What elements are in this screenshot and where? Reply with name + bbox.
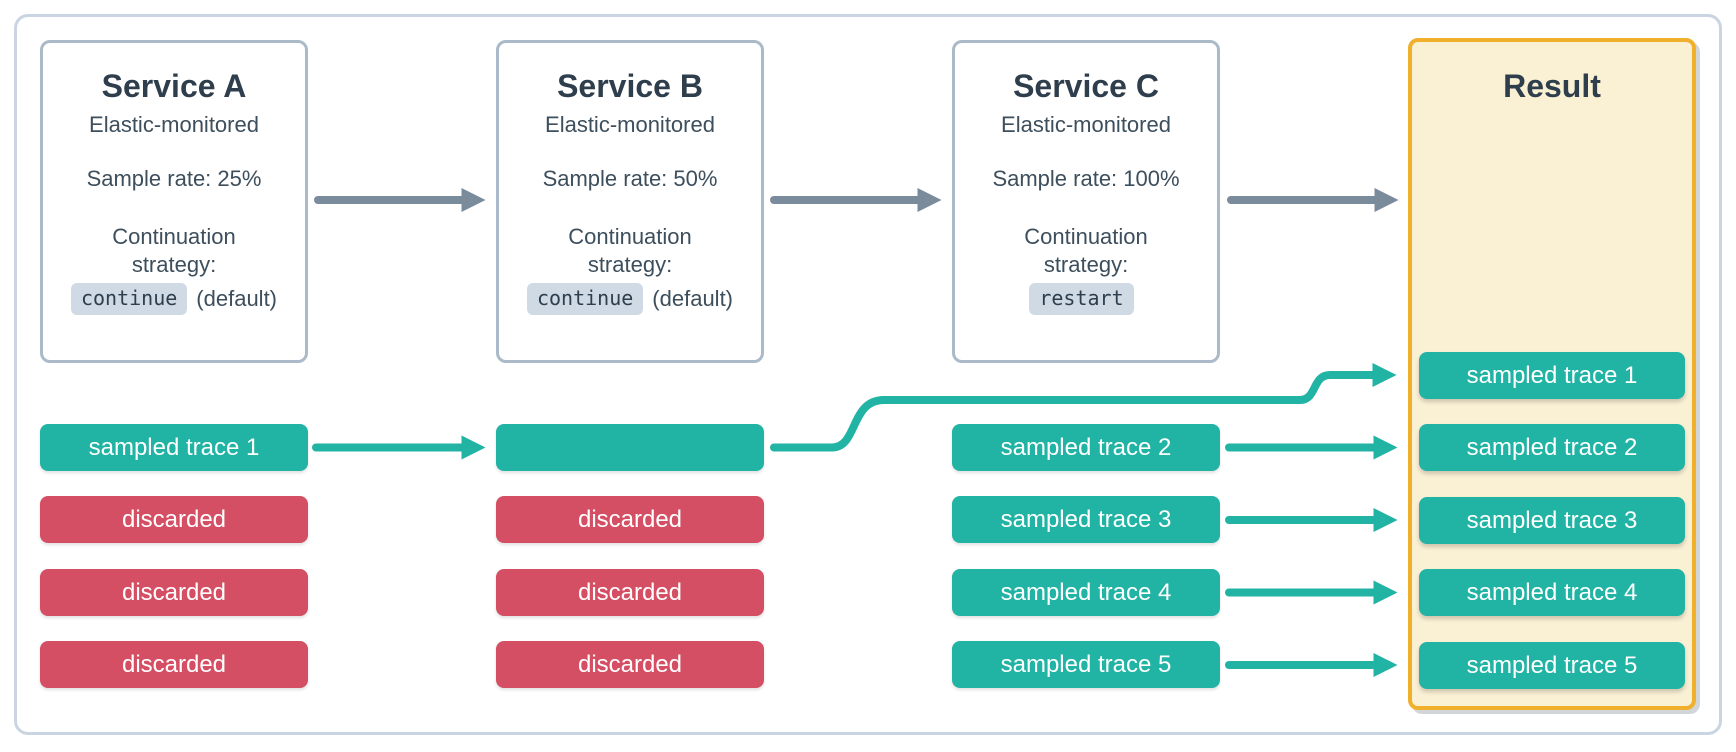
result-title: Result xyxy=(1503,68,1601,104)
service-a-sample-rate: Sample rate: 25% xyxy=(86,166,262,191)
service-b-strategy-row: continue (default) xyxy=(526,283,734,315)
trace-badge-discarded: discarded xyxy=(496,641,764,688)
result-trace-badge: sampled trace 2 xyxy=(1419,424,1685,471)
service-c-strategy-row: restart xyxy=(1029,283,1142,315)
trace-badge-discarded: discarded xyxy=(496,569,764,616)
service-b-continuation-label: Continuation strategy: xyxy=(568,224,692,277)
service-b-strategy-code-chip: continue xyxy=(526,283,644,315)
service-c-sample-rate: Sample rate: 100% xyxy=(992,166,1180,191)
trace-badge-discarded: discarded xyxy=(40,569,308,616)
service-c-box: Service C Elastic-monitored Sample rate:… xyxy=(952,40,1220,363)
service-b-strategy-note: (default) xyxy=(652,286,734,311)
service-a-title: Service A xyxy=(101,68,247,104)
service-c-continuation-label: Continuation strategy: xyxy=(1024,224,1148,277)
service-a-continuation-label: Continuation strategy: xyxy=(112,224,236,277)
result-trace-badge: sampled trace 4 xyxy=(1419,569,1685,616)
service-c-monitoring: Elastic-monitored xyxy=(1001,112,1171,137)
trace-badge-sampled: sampled trace 1 xyxy=(40,424,308,471)
trace-badge-sampled: sampled trace 3 xyxy=(952,496,1220,543)
service-a-strategy-code-chip: continue xyxy=(70,283,188,315)
trace-badge-discarded: discarded xyxy=(40,496,308,543)
trace-badge-sampled: sampled trace 4 xyxy=(952,569,1220,616)
service-b-sample-rate: Sample rate: 50% xyxy=(542,166,718,191)
result-trace-badge: sampled trace 5 xyxy=(1419,642,1685,689)
service-b-box: Service B Elastic-monitored Sample rate:… xyxy=(496,40,764,363)
trace-badge-sampled: sampled trace 2 xyxy=(952,424,1220,471)
result-panel: Result sampled trace 1 sampled trace 2 s… xyxy=(1408,38,1696,710)
service-a-strategy-note: (default) xyxy=(196,286,278,311)
service-c-title: Service C xyxy=(1013,68,1159,104)
result-trace-badge: sampled trace 1 xyxy=(1419,352,1685,399)
service-b-title: Service B xyxy=(557,68,703,104)
trace-badge-sampled-empty xyxy=(496,424,764,471)
trace-badge-sampled: sampled trace 5 xyxy=(952,641,1220,688)
trace-badge-discarded: discarded xyxy=(496,496,764,543)
service-a-strategy-row: continue (default) xyxy=(70,283,278,315)
service-a-box: Service A Elastic-monitored Sample rate:… xyxy=(40,40,308,363)
diagram-outer-frame xyxy=(14,14,1722,735)
service-a-monitoring: Elastic-monitored xyxy=(89,112,259,137)
service-c-strategy-code-chip: restart xyxy=(1029,283,1134,315)
result-trace-badge: sampled trace 3 xyxy=(1419,497,1685,544)
trace-badge-discarded: discarded xyxy=(40,641,308,688)
service-b-monitoring: Elastic-monitored xyxy=(545,112,715,137)
